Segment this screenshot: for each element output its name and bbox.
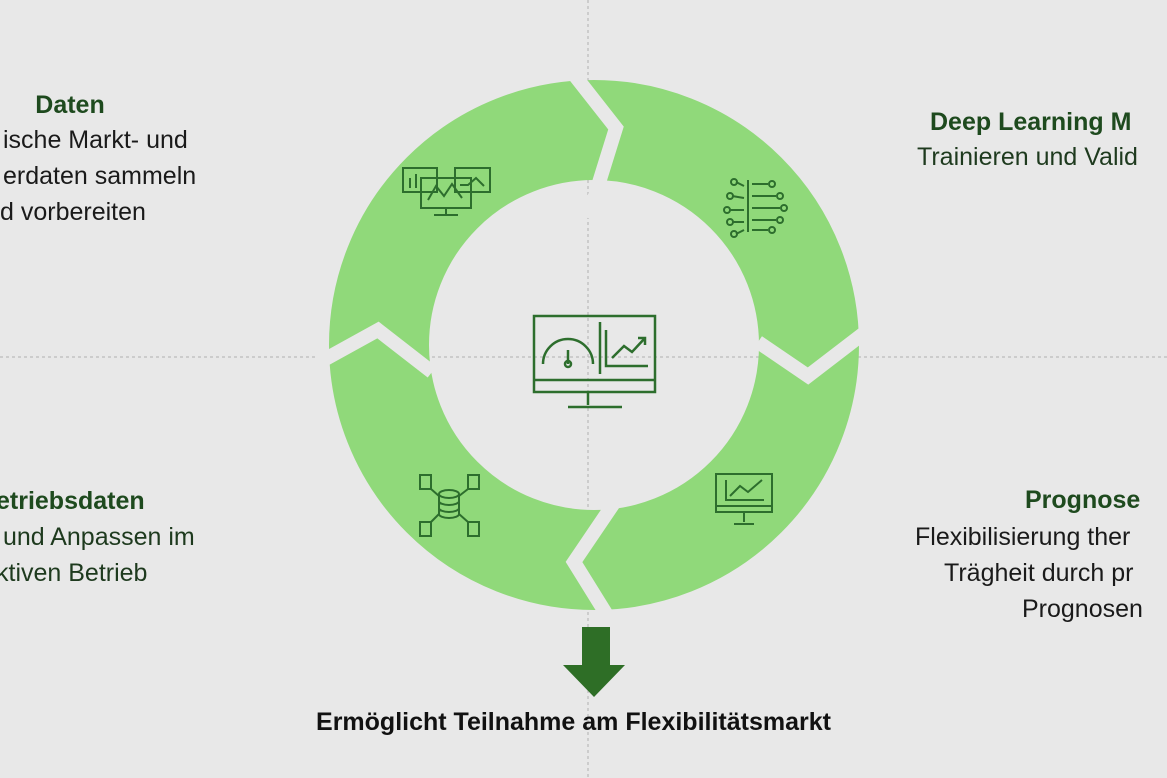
step-daten-line: d vorbereiten [0,198,146,226]
dashboard-monitor-icon [532,314,657,409]
forecast-chart-icon [715,473,773,525]
cycle-ring [329,80,859,610]
database-network-icon [419,474,480,537]
step-daten-line: ische Markt- und [3,126,188,154]
step-betriebsdaten-text: und Anpassen im ktiven Betrieb [0,519,195,591]
ring-gap-top [566,67,624,221]
step-prognose-line: Flexibilisierung ther [915,523,1131,551]
data-monitors-icon [402,167,491,216]
step-betriebsdaten: etriebsdaten [0,483,145,519]
step-daten: Daten [0,87,140,123]
outcome-text: Ermöglicht Teilnahme am Flexibilitätsmar… [316,708,831,736]
step-prognose-title: Prognose [1025,486,1141,514]
step-deep-learning: Deep Learning M [930,104,1131,140]
step-deep-learning-line: Trainieren und Valid [917,143,1138,171]
step-deep-learning-title: Deep Learning M [930,108,1132,136]
step-prognose: Prognose [1025,482,1140,518]
ring-gap-right [754,324,873,385]
step-daten-title: Daten [35,91,105,119]
step-daten-line: erdaten sammeln [3,162,197,190]
down-arrow [563,627,625,697]
step-deep-learning-text: Trainieren und Valid [917,139,1138,175]
step-daten-text: ische Markt- und erdaten sammeln d vorbe… [0,122,196,230]
step-betriebsdaten-line: ktiven Betrieb [0,559,148,587]
ring-gap-left [316,321,437,378]
step-prognose-text: Flexibilisierung ther Trägheit durch pr … [915,519,1143,627]
neural-network-icon [723,178,788,238]
step-prognose-line: Prognosen [1022,595,1143,623]
step-betriebsdaten-title: etriebsdaten [0,487,145,515]
step-betriebsdaten-line: und Anpassen im [0,523,195,551]
step-prognose-line: Trägheit durch pr [944,559,1134,587]
ring-gap-bottom [565,496,622,624]
